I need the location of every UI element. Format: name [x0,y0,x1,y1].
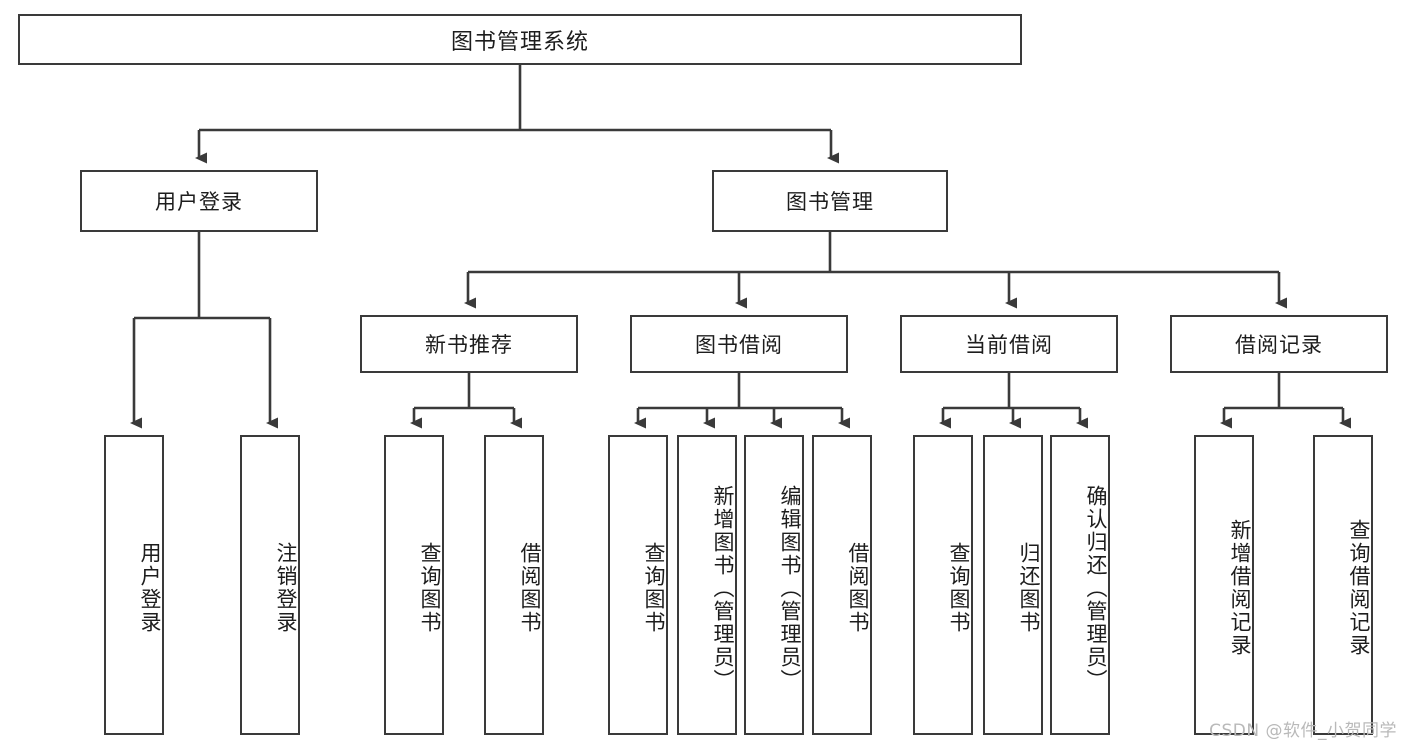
leaf-book-borrow-borrow-book[interactable]: 借阅图书 [812,435,872,735]
csdn-watermark: CSDN @软件_小贺同学 [1209,721,1397,741]
leaf-user-login-logout[interactable]: 注销登录 [240,435,300,735]
leaf-new-book-borrow-book[interactable]: 借阅图书 [484,435,544,735]
leaf-borrow-record-add-record[interactable]: 新增借阅记录 [1194,435,1254,735]
node-book-management[interactable]: 图书管理 [712,170,948,232]
node-new-book-recommend[interactable]: 新书推荐 [360,315,578,373]
leaf-book-borrow-query-book[interactable]: 查询图书 [608,435,668,735]
leaf-borrow-record-query-record[interactable]: 查询借阅记录 [1313,435,1373,735]
node-root-book-management-system[interactable]: 图书管理系统 [18,14,1022,65]
leaf-current-borrow-query-book[interactable]: 查询图书 [913,435,973,735]
leaf-book-borrow-edit-book-admin[interactable]: 编辑图书（管理员） [744,435,804,735]
leaf-current-borrow-confirm-return-admin[interactable]: 确认归还（管理员） [1050,435,1110,735]
leaf-user-login-login[interactable]: 用户登录 [104,435,164,735]
node-borrow-record[interactable]: 借阅记录 [1170,315,1388,373]
leaf-current-borrow-return-book[interactable]: 归还图书 [983,435,1043,735]
leaf-new-book-query-book[interactable]: 查询图书 [384,435,444,735]
node-current-borrow[interactable]: 当前借阅 [900,315,1118,373]
leaf-book-borrow-add-book-admin[interactable]: 新增图书（管理员） [677,435,737,735]
node-book-borrow[interactable]: 图书借阅 [630,315,848,373]
node-user-login[interactable]: 用户登录 [80,170,318,232]
